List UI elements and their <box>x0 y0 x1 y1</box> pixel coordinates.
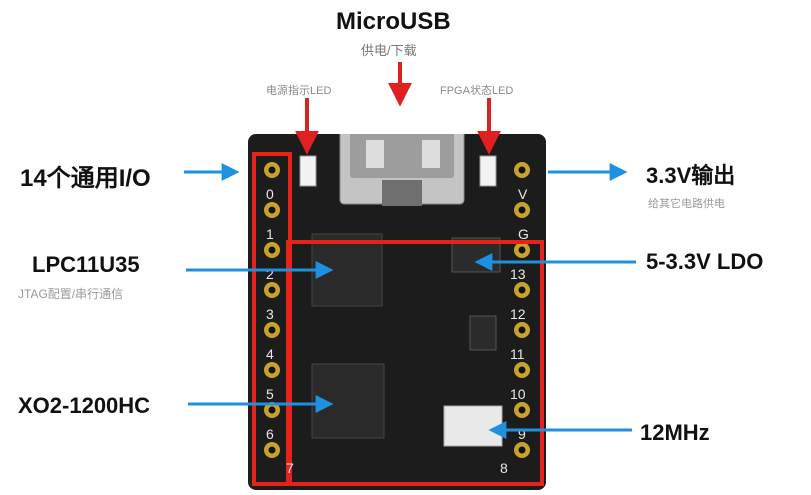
power-led <box>299 155 317 187</box>
fpga-led <box>479 155 497 187</box>
right-pad-hole <box>518 246 526 254</box>
right-pad-hole <box>518 286 526 294</box>
left-pad-hole <box>268 446 276 454</box>
pin-label-left-2: 2 <box>266 266 274 282</box>
right-pins <box>514 162 530 458</box>
pin-label-right-10: 10 <box>510 386 526 402</box>
pin-label-right-12: 12 <box>510 306 526 322</box>
right-pad-hole <box>518 406 526 414</box>
usb-pins <box>382 180 422 206</box>
left-pins <box>264 162 280 458</box>
fpga-label: XO2-1200HC <box>18 393 151 418</box>
pin-label-right-9: 9 <box>518 426 526 442</box>
left-pad-hole <box>268 206 276 214</box>
right-highlight-box <box>286 240 544 486</box>
pin-label-right-8: 8 <box>500 460 508 476</box>
left-pad-hole <box>268 366 276 374</box>
pin-label-left-1: 1 <box>266 226 274 242</box>
power-led-label: 电源指示LED <box>266 85 332 97</box>
pin-label-right-g: G <box>518 226 529 242</box>
pin-label-left-3: 3 <box>266 306 274 322</box>
output-label: 3.3V输出 <box>646 163 736 188</box>
microusb-title: MicroUSB <box>336 8 451 35</box>
left-pad-hole <box>268 166 276 174</box>
pin-label-left-0: 0 <box>266 186 274 202</box>
microusb-subtitle: 供电/下载 <box>361 43 417 58</box>
ldo-label: 5-3.3V LDO <box>646 249 764 274</box>
pin-label-left-4: 4 <box>266 346 274 362</box>
right-pad-hole <box>518 206 526 214</box>
left-pad-hole <box>268 246 276 254</box>
left-pad-hole <box>268 406 276 414</box>
pin-label-left-5: 5 <box>266 386 274 402</box>
left-pad-hole <box>268 286 276 294</box>
pin-label-left-6: 6 <box>266 426 274 442</box>
right-pad-hole <box>518 326 526 334</box>
right-pad-hole <box>518 446 526 454</box>
pin-label-right-11: 11 <box>510 346 525 362</box>
left-pad-hole <box>268 326 276 334</box>
small-chip <box>469 315 497 351</box>
mcu-label: LPC11U35 <box>32 252 140 277</box>
right-pad-hole <box>518 366 526 374</box>
usb-tab-left <box>366 140 384 168</box>
output-sublabel: 给其它电路供电 <box>648 198 725 210</box>
crystal-label: 12MHz <box>640 420 710 445</box>
pin-label-right-13: 13 <box>510 266 526 282</box>
mcu-sublabel: JTAG配置/串行通信 <box>18 287 124 301</box>
usb-tab-right <box>422 140 440 168</box>
right-pad-hole <box>518 166 526 174</box>
fpga-led-label: FPGA状态LED <box>440 85 514 97</box>
io-label: 14个通用I/O <box>20 165 151 192</box>
pin-label-right-v: V <box>518 186 528 202</box>
pin-label-left-7: 7 <box>286 460 294 476</box>
